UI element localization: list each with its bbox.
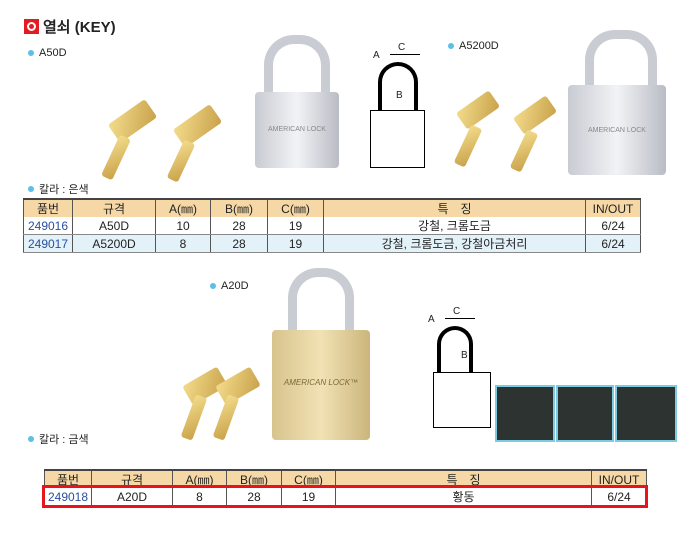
key-image — [509, 129, 539, 173]
key-image — [180, 394, 208, 441]
model-label-a5200d: A5200D — [448, 40, 499, 52]
key-image — [453, 124, 483, 168]
color-label: 칼라 : 은색 — [28, 181, 89, 197]
key-image — [455, 90, 501, 130]
dimension-diagram: C A B — [370, 42, 430, 173]
key-image — [512, 95, 558, 135]
bullet-icon — [448, 43, 454, 49]
key-image — [172, 104, 223, 148]
key-image — [212, 394, 240, 441]
model-label-a20d: A20D — [210, 280, 249, 292]
bullet-icon — [28, 436, 34, 442]
product-code-link[interactable]: 249018 — [44, 488, 92, 506]
dimension-diagram: C A B — [425, 302, 491, 428]
usage-garage-icon — [495, 385, 555, 442]
key-image — [166, 139, 196, 183]
usage-fence-icon — [615, 385, 677, 442]
highlight-box — [42, 485, 648, 508]
color-label: 칼라 : 금색 — [28, 431, 89, 447]
padlock-image-a5200d: AMERICAN LOCK — [568, 85, 666, 175]
key-image — [101, 134, 131, 181]
key-image — [107, 99, 158, 143]
page-title: 열쇠 (KEY) — [24, 16, 116, 37]
padlock-image-a50d: AMERICAN LOCK — [255, 92, 339, 168]
padlock-shackle — [288, 268, 354, 338]
padlock-shackle — [585, 30, 657, 95]
padlock-shackle — [264, 35, 330, 100]
product-code-link[interactable]: 249016 — [23, 217, 73, 235]
product-code-link[interactable]: 249017 — [23, 234, 73, 253]
bullet-icon — [28, 186, 34, 192]
bullet-icon — [28, 50, 34, 56]
title-icon — [24, 19, 39, 34]
padlock-image-a20d: AMERICAN LOCK™ — [272, 330, 370, 440]
bullet-icon — [210, 283, 216, 289]
model-label-a50d: A50D — [28, 47, 67, 59]
usage-trailer-icon — [556, 385, 614, 442]
